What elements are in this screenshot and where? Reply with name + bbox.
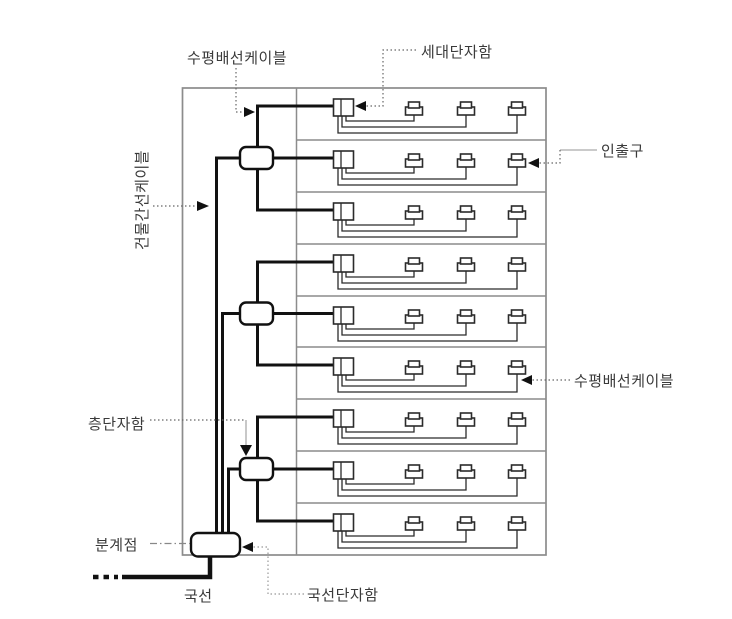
- arrow-left-icon: [355, 101, 366, 111]
- label-building-trunk-cable: 건물간선케이블: [133, 150, 151, 250]
- label-unit-terminal-box: 세대단자함: [421, 43, 493, 61]
- label-horizontal-cable-top: 수평배선케이블: [187, 49, 287, 67]
- floor-terminal-box-1: [238, 145, 275, 171]
- label-outlet: 인출구: [601, 142, 644, 160]
- label-demarcation-point: 분계점: [95, 536, 138, 554]
- label-horizontal-cable-right: 수평배선케이블: [574, 372, 674, 390]
- floor-rows: [334, 99, 526, 548]
- floor-row: [334, 462, 526, 496]
- floor-row: [334, 203, 526, 237]
- floor-row: [334, 255, 526, 289]
- co-terminal-box: [189, 531, 242, 558]
- floor-terminal-box-3: [238, 456, 275, 482]
- building-trunk-cables: [215, 156, 241, 534]
- floor-terminal-boxes: [238, 145, 275, 482]
- leader-lines: [150, 49, 597, 595]
- horizontal-feed-cables: [256, 104, 334, 523]
- arrow-right-icon: [244, 107, 255, 117]
- trunk-cable-2: [221, 312, 241, 534]
- floor-row: [334, 358, 526, 392]
- label-co-line: 국선: [184, 587, 213, 605]
- arrow-left-icon: [242, 542, 253, 552]
- arrow-right-icon: [197, 201, 209, 211]
- trunk-cable-3: [227, 467, 241, 534]
- floor-row: [334, 307, 526, 341]
- co-line-group: [93, 531, 242, 580]
- floor-row: [334, 410, 526, 444]
- trunk-cable-1: [215, 156, 241, 534]
- building-border: [181, 87, 547, 556]
- building-outline: [181, 87, 547, 556]
- co-line-cable: [122, 556, 213, 580]
- label-co-terminal-box: 국선단자함: [307, 586, 379, 604]
- arrow-left-icon: [528, 158, 539, 168]
- diagram-labels: 수평배선케이블 세대단자함 인출구 건물간선케이블 수평배선케이블 층단자함 분…: [88, 43, 674, 605]
- arrow-down-icon: [240, 445, 252, 456]
- label-floor-terminal-box: 층단자함: [88, 415, 145, 433]
- floor-terminal-box-2: [238, 301, 275, 326]
- floor-row: [334, 514, 526, 548]
- arrow-left-icon: [521, 375, 532, 385]
- floor-divider-lines: [296, 139, 546, 504]
- floor-row: [334, 151, 526, 185]
